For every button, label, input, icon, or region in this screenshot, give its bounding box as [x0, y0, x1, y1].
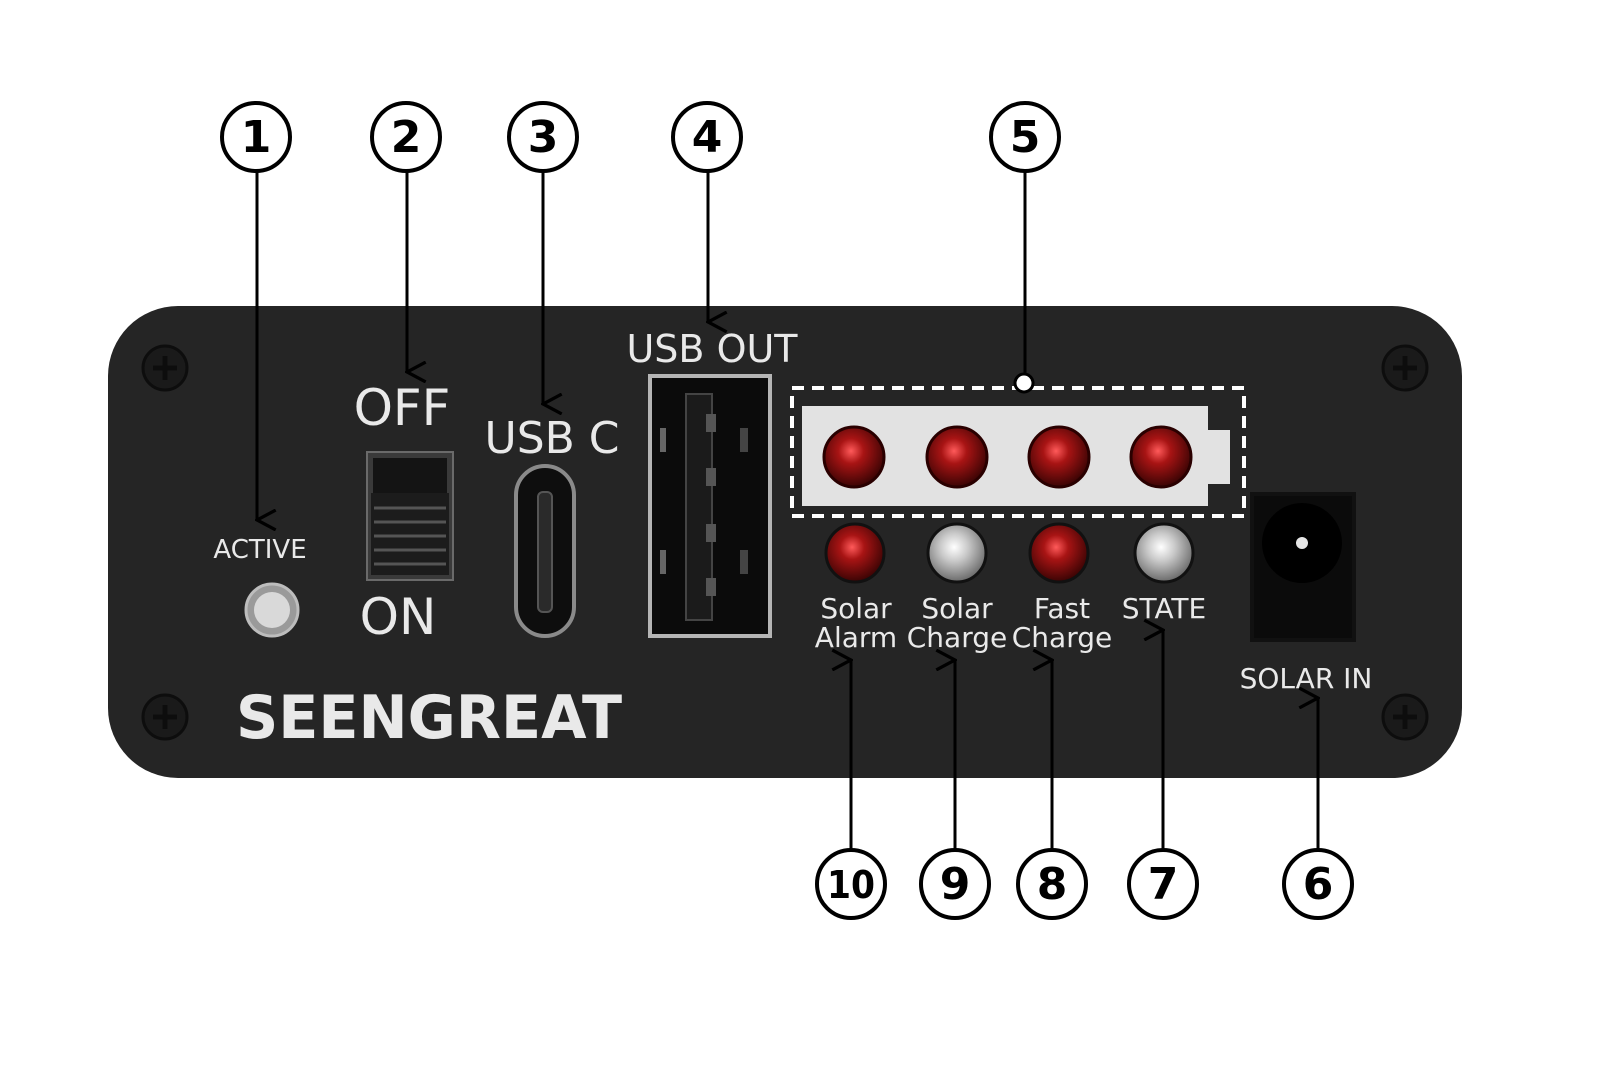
solar-charge-label-line1: Solar	[921, 592, 993, 625]
solar-charge-label-line2: Charge	[907, 621, 1007, 654]
solar-alarm-label-line2: Alarm	[815, 621, 897, 654]
state-led	[1133, 522, 1195, 584]
battery-led-2	[925, 425, 989, 489]
callout-3: 3	[528, 112, 559, 163]
switch-on-label: ON	[360, 588, 437, 646]
battery-led-1	[822, 425, 886, 489]
dc-jack[interactable]	[1250, 492, 1356, 642]
active-label: ACTIVE	[213, 535, 306, 565]
usb-a-port[interactable]	[648, 374, 772, 638]
screw-icon	[1381, 344, 1429, 392]
brand-logo: SEENGREAT	[236, 683, 622, 753]
callout-7: 7	[1148, 859, 1179, 910]
battery-led-3	[1027, 425, 1091, 489]
active-indicator-lens	[254, 592, 290, 628]
screw-icon	[1381, 693, 1429, 741]
solar-charge-led	[926, 522, 988, 584]
callout-6: 6	[1303, 859, 1334, 910]
callout-8: 8	[1037, 859, 1068, 910]
usb-c-port[interactable]	[514, 464, 576, 638]
solar-in-label: SOLAR IN	[1240, 662, 1373, 695]
battery-level-indicator	[790, 372, 1246, 518]
switch-off-label: OFF	[354, 379, 451, 437]
usb-out-label: USB OUT	[626, 327, 798, 371]
power-switch[interactable]	[366, 451, 454, 581]
callout-2: 2	[391, 112, 422, 163]
screw-icon	[141, 344, 189, 392]
callout-9: 9	[940, 859, 971, 910]
usb-c-label: USB C	[484, 413, 619, 464]
callout-4: 4	[692, 112, 723, 163]
fast-charge-label-line1: Fast	[1034, 592, 1090, 625]
solar-alarm-led	[824, 522, 886, 584]
fast-charge-led	[1028, 522, 1090, 584]
fast-charge-label-line2: Charge	[1012, 621, 1112, 654]
state-label: STATE	[1122, 592, 1206, 625]
battery-led-4	[1129, 425, 1193, 489]
callout-5: 5	[1010, 112, 1041, 163]
callout-1: 1	[241, 112, 272, 163]
callout-10: 10	[827, 863, 875, 907]
solar-alarm-label-line1: Solar	[820, 592, 892, 625]
screw-icon	[141, 693, 189, 741]
